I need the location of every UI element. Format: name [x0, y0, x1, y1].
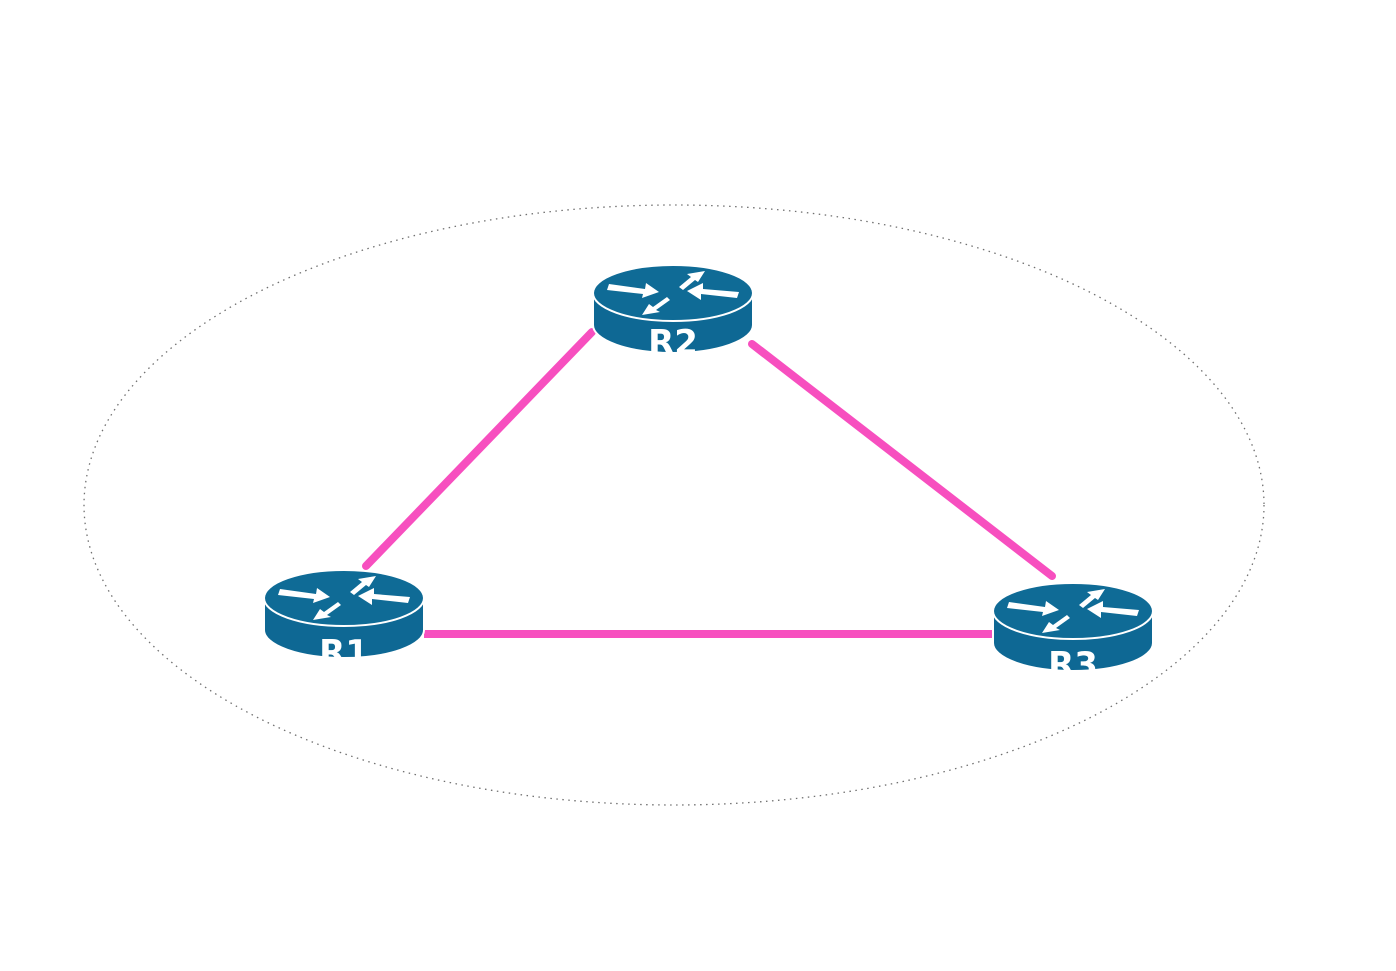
router-r3[interactable]: R3 [992, 582, 1154, 685]
router-r1-label: R1 [319, 633, 369, 673]
router-r2-label: R2 [648, 323, 698, 363]
link-r2-r3[interactable] [748, 340, 1056, 580]
router-r2[interactable]: R2 [592, 264, 754, 363]
router-r3-label: R3 [1048, 645, 1098, 685]
link-r1-r2[interactable] [362, 328, 596, 570]
router-r1[interactable]: R1 [263, 569, 425, 673]
network-boundary [83, 204, 1265, 806]
